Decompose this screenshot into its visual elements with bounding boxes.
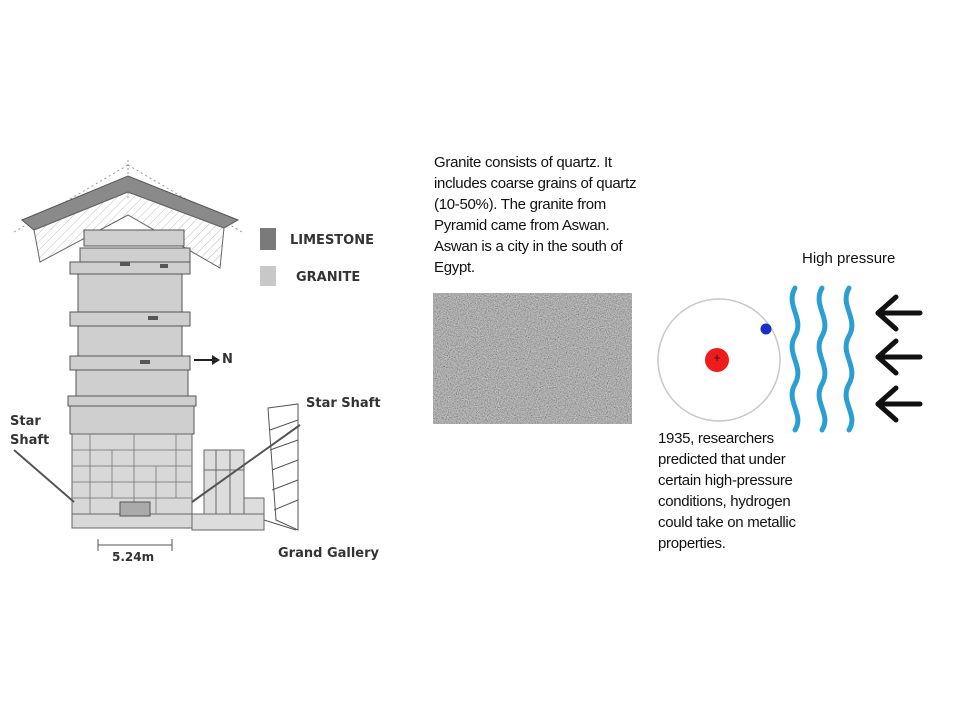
star-shaft-left-line1: Star bbox=[10, 414, 41, 429]
grand-gallery-label: Grand Gallery bbox=[278, 546, 379, 561]
star-shaft-left-line2: Shaft bbox=[10, 433, 50, 448]
legend-limestone-label: LIMESTONE bbox=[290, 233, 374, 248]
nucleus-plus-sign: + bbox=[713, 350, 721, 365]
electron bbox=[760, 323, 772, 335]
pressure-wave-3 bbox=[843, 285, 855, 433]
electron-orbit bbox=[657, 298, 781, 422]
legend-granite-label: GRANITE bbox=[296, 270, 361, 285]
left-arrow-icon bbox=[875, 385, 923, 423]
pressure-waves bbox=[789, 285, 855, 433]
hydrogen-description: 1935, researchers predicted that under c… bbox=[658, 430, 796, 552]
kings-chamber-diagram bbox=[13, 160, 301, 551]
scale-label: 5.24m bbox=[112, 550, 155, 564]
high-pressure-label: High pressure bbox=[802, 250, 896, 267]
left-arrow-icon bbox=[875, 294, 923, 332]
north-label: N bbox=[222, 352, 233, 367]
star-shaft-right-label: Star Shaft bbox=[306, 396, 381, 411]
granite-swatch bbox=[260, 266, 276, 286]
granite-photo bbox=[433, 293, 632, 424]
pressure-arrows bbox=[875, 294, 923, 423]
left-arrow-icon bbox=[875, 338, 923, 376]
atom-diagram bbox=[657, 298, 781, 422]
pressure-wave-2 bbox=[816, 285, 828, 433]
limestone-swatch bbox=[260, 228, 276, 250]
granite-description: Granite consists of quartz. It includes … bbox=[434, 154, 637, 276]
pressure-wave-1 bbox=[789, 285, 801, 433]
nucleus bbox=[705, 348, 729, 372]
